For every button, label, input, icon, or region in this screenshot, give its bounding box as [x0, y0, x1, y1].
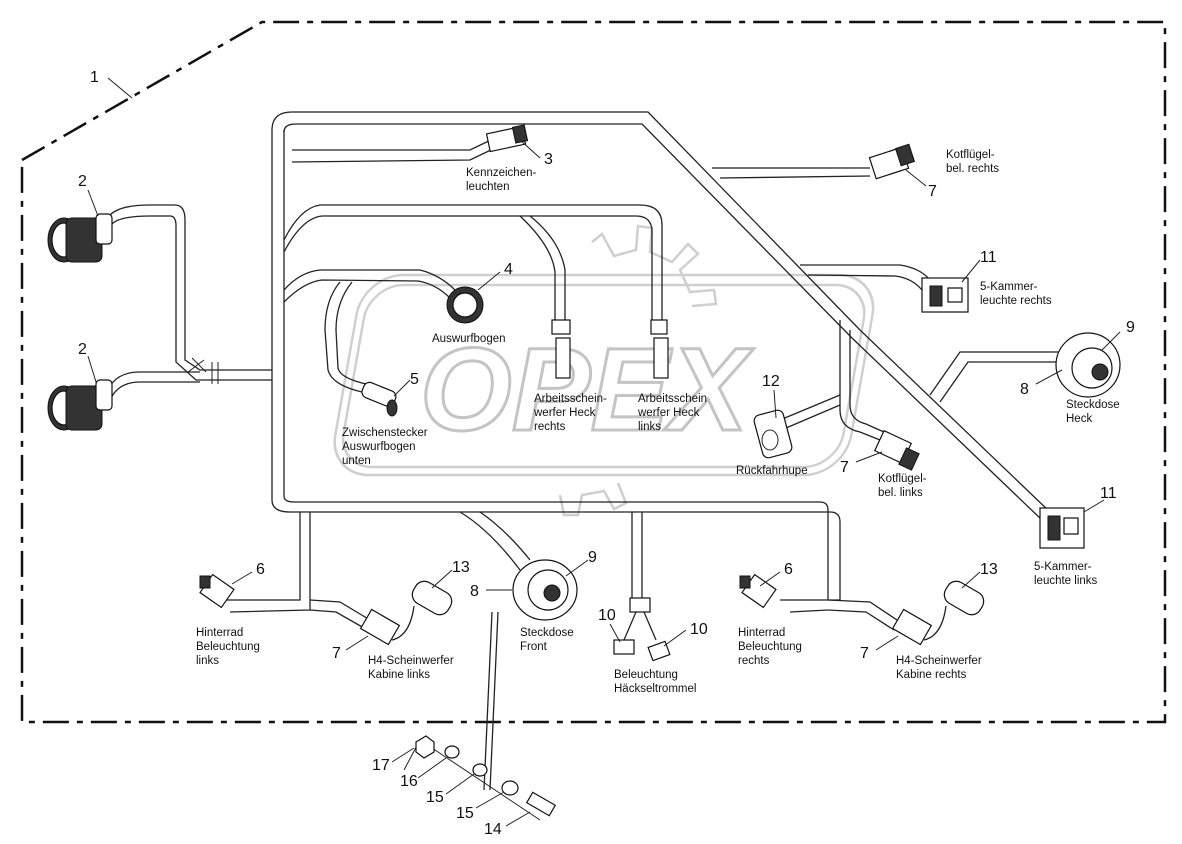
- callout-13-left: 13: [452, 559, 470, 576]
- label-kammer-links: 5-Kammer- leuchte links: [1034, 561, 1098, 587]
- zwischenstecker-connector: [361, 381, 398, 417]
- kennzeichen-connector: [485, 124, 529, 153]
- label-rueckfahrhupe: Rückfahrhupe: [736, 465, 808, 477]
- callout-6-right: 6: [784, 561, 793, 578]
- harness-trunk: [107, 111, 1060, 791]
- hinterrad-rechts-connector: [739, 573, 777, 609]
- callout-14: 14: [484, 821, 502, 838]
- kammer-rechts-socket: [921, 277, 969, 313]
- callout-16: 16: [400, 773, 418, 790]
- callout-7-kotfluegel-rechts: 7: [928, 183, 937, 200]
- label-kennzeichenleuchten: Kennzeichen- leuchten: [466, 167, 540, 193]
- label-h4-rechts: H4-Scheinwerfer Kabine rechts: [896, 655, 985, 681]
- callout-8-front: 8: [470, 583, 479, 600]
- label-kotfluegel-links: Kotflügel- bel. links: [878, 473, 930, 499]
- label-zwischenstecker: Zwischenstecker Auswurfbogen unten: [342, 427, 431, 467]
- steckdose-heck-socket: [1055, 332, 1121, 398]
- label-kotfluegel-rechts: Kotflügel- bel. rechts: [946, 149, 999, 175]
- kotfluegel-links-connector: [873, 429, 920, 471]
- callout-6-left: 6: [256, 561, 265, 578]
- callout-11-links: 11: [1100, 485, 1117, 502]
- callout-12: 12: [762, 373, 780, 390]
- label-hinterrad-links: Hinterrad Beleuchtung links: [196, 627, 263, 667]
- callout-7-kotfluegel-links: 7: [840, 459, 849, 476]
- h4-rechts-connector: [891, 580, 985, 646]
- opex-watermark: OPEX: [333, 224, 875, 517]
- callout-15-lower: 15: [456, 805, 474, 822]
- callout-7-h4-links: 7: [332, 645, 341, 662]
- callout-9-heck: 9: [1126, 319, 1135, 336]
- rueckfahrhupe-horn: [753, 409, 793, 459]
- callout-2-upper: 2: [78, 173, 87, 190]
- watermark-logo-text: OPEX: [420, 324, 754, 456]
- callout-10-right: 10: [690, 621, 708, 638]
- round-connector-lower: [47, 379, 113, 431]
- label-steckdose-heck: Steckdose Heck: [1066, 399, 1123, 425]
- h4-links-connector: [359, 580, 453, 646]
- callout-7-h4-rechts: 7: [860, 645, 869, 662]
- callout-4: 4: [504, 261, 513, 278]
- parts: [47, 124, 1121, 821]
- callout-5: 5: [410, 371, 419, 388]
- callout-10-left: 10: [598, 607, 616, 624]
- label-steckdose-front: Steckdose Front: [520, 627, 577, 653]
- callout-1: 1: [90, 69, 99, 86]
- auswurfbogen-connector: [446, 286, 484, 324]
- steckdose-front-socket: [512, 559, 578, 621]
- label-arbeitsscheinwerfer-links: Arbeitsschein werfer Heck links: [637, 393, 710, 433]
- callout-3: 3: [544, 151, 553, 168]
- arbeitsscheinwerfer-links-plug: [650, 319, 669, 379]
- callout-15-upper: 15: [426, 789, 444, 806]
- part-labels: Kennzeichen- leuchten Kotflügel- bel. re…: [196, 149, 1123, 695]
- round-connector-upper: [47, 213, 113, 263]
- kotfluegel-rechts-connector: [868, 143, 916, 180]
- callout-17: 17: [372, 757, 390, 774]
- assembly-boundary: [20, 20, 1167, 724]
- label-kammer-rechts: 5-Kammer- leuchte rechts: [980, 281, 1052, 307]
- callout-numbers: 1 2 2 3 4 5 6 6 7 7 7 7 8 8 9 9 10 10 11…: [78, 69, 1135, 838]
- callout-2-lower: 2: [78, 341, 87, 358]
- label-h4-links: H4-Scheinwerfer Kabine links: [368, 655, 457, 681]
- label-arbeitsscheinwerfer-rechts: Arbeitsschein- werfer Heck rechts: [533, 393, 610, 433]
- label-hinterrad-rechts: Hinterrad Beleuchtung rechts: [738, 627, 805, 667]
- haeckseltrommel-bulbs: [613, 597, 671, 662]
- label-beleuchtung-haeckseltrommel: Beleuchtung Häckseltrommel: [614, 669, 696, 695]
- hinterrad-links-connector: [199, 573, 235, 609]
- callout-11-rechts: 11: [980, 249, 997, 266]
- callout-8-heck: 8: [1020, 381, 1029, 398]
- fastener-set: [403, 735, 557, 821]
- leader-lines: [87, 77, 1121, 827]
- callout-9-front: 9: [588, 549, 597, 566]
- label-auswurfbogen: Auswurfbogen: [432, 333, 506, 345]
- kammer-links-socket: [1039, 507, 1085, 549]
- callout-13-right: 13: [980, 561, 998, 578]
- arbeitsscheinwerfer-rechts-plug: [551, 319, 571, 379]
